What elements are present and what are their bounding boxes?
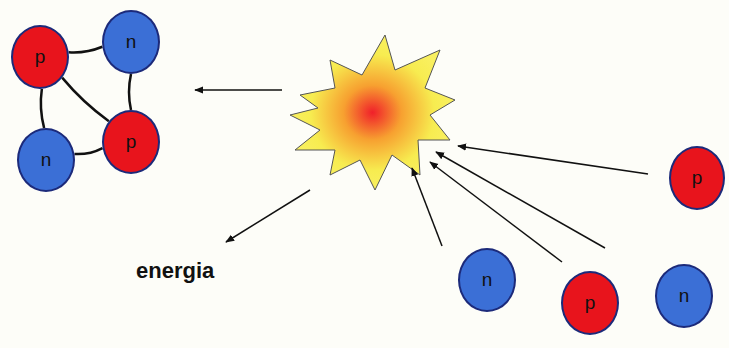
nuclear-bond xyxy=(74,148,102,154)
energy-arrow xyxy=(226,190,310,242)
particle-letter: p xyxy=(126,131,137,153)
product-arrow xyxy=(195,89,282,91)
neutron-circle: n xyxy=(102,10,160,74)
input-arrow xyxy=(412,168,442,246)
input-arrow xyxy=(458,146,648,174)
particle-letter: p xyxy=(35,46,46,68)
proton-circle: p xyxy=(669,146,725,210)
input-arrow xyxy=(436,152,605,248)
neutron-circle: n xyxy=(17,128,75,192)
particle-letter: n xyxy=(41,149,52,171)
particle-letter: n xyxy=(126,31,137,53)
nuclear-bond xyxy=(41,89,44,128)
particle-letter: n xyxy=(482,269,493,291)
particle-letter: p xyxy=(585,292,596,314)
particle-letter: n xyxy=(679,285,690,307)
proton-circle: p xyxy=(11,25,69,89)
neutron-circle: n xyxy=(655,264,713,328)
input-arrow xyxy=(430,162,562,262)
energy-label: energia xyxy=(136,258,214,284)
nuclear-bond xyxy=(129,74,131,110)
explosion-star xyxy=(290,35,455,190)
nuclear-bond xyxy=(62,78,109,122)
nuclear-bond xyxy=(69,47,103,53)
proton-circle: p xyxy=(561,271,619,335)
neutron-circle: n xyxy=(458,248,516,312)
particle-letter: p xyxy=(692,167,703,189)
proton-circle: p xyxy=(102,110,160,174)
